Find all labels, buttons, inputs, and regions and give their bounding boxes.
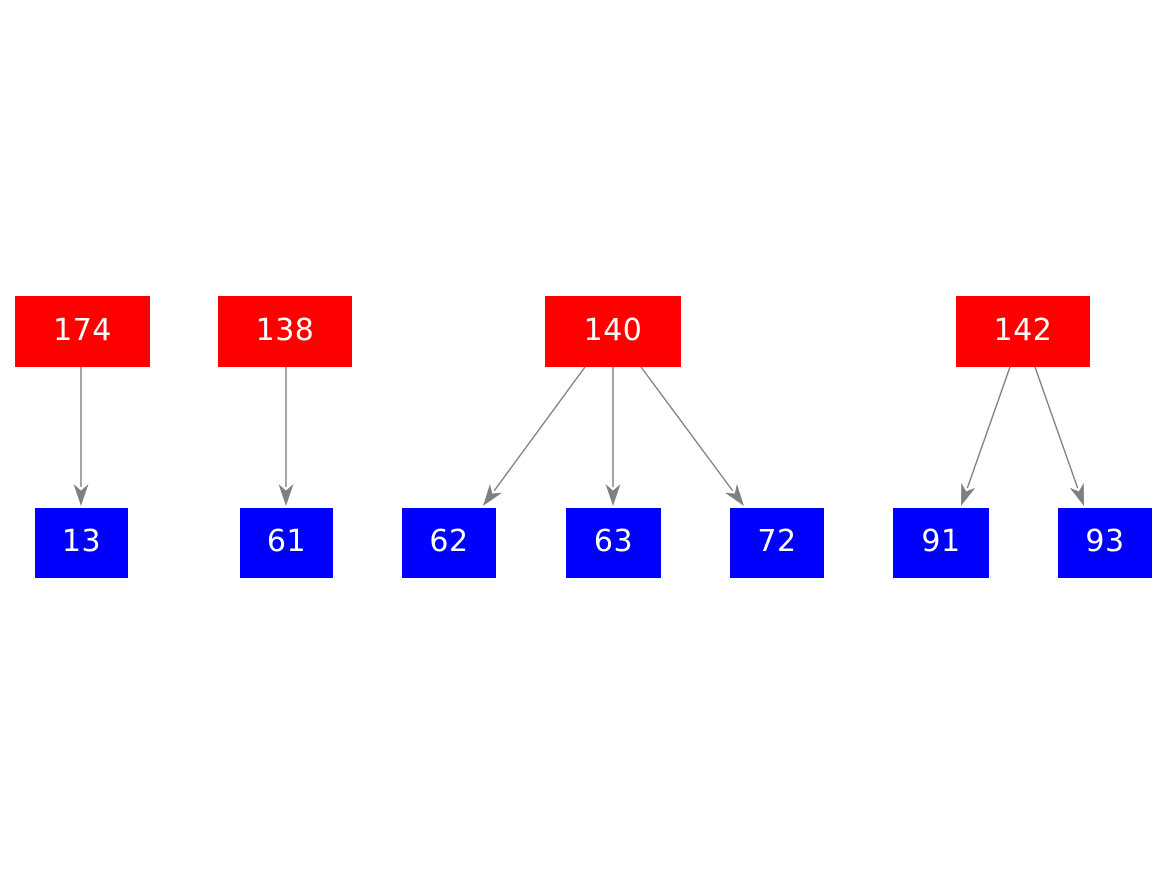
edge-line <box>640 366 734 492</box>
graph-node-label: 142 <box>993 312 1053 348</box>
graph-node-label: 138 <box>255 312 315 348</box>
graph-node-62[interactable]: 62 <box>402 508 496 578</box>
graph-edge <box>1034 366 1084 506</box>
graph-edge <box>640 366 744 506</box>
graph-node-label: 174 <box>53 312 112 348</box>
graph-node-label: 13 <box>61 524 102 559</box>
edge-arrowhead-icon <box>724 483 744 506</box>
edge-arrowhead-icon <box>73 484 89 506</box>
graph-node-label: 91 <box>921 524 961 559</box>
graph-node-label: 93 <box>1085 524 1125 559</box>
edge-arrowhead-icon <box>278 484 294 506</box>
graph-node-72[interactable]: 72 <box>730 508 824 578</box>
edge-arrowhead-icon <box>605 484 621 506</box>
graph-node-91[interactable]: 91 <box>893 508 989 578</box>
graph-node-174[interactable]: 174 <box>15 296 150 367</box>
graph-edge <box>278 367 294 506</box>
graph-edge <box>73 367 89 506</box>
graph-node-label: 62 <box>429 524 469 559</box>
edge-arrowhead-icon <box>483 483 503 506</box>
graph-node-label: 140 <box>583 312 643 348</box>
graph-node-138[interactable]: 138 <box>218 296 352 367</box>
graph-node-label: 61 <box>266 524 307 559</box>
graph-node-142[interactable]: 142 <box>956 296 1090 367</box>
edge-arrowhead-icon <box>1069 482 1084 506</box>
graph-edge <box>483 366 586 506</box>
graph-node-140[interactable]: 140 <box>545 296 681 367</box>
graph-node-61[interactable]: 61 <box>240 508 333 578</box>
graph-node-label: 72 <box>757 524 797 559</box>
graph-edge <box>961 366 1011 506</box>
graph-node-93[interactable]: 93 <box>1058 508 1152 578</box>
edge-line <box>493 366 586 492</box>
graph-edge <box>605 367 621 506</box>
graph-node-63[interactable]: 63 <box>566 508 661 578</box>
graph-node-label: 63 <box>593 524 634 559</box>
edge-arrowhead-icon <box>961 482 976 506</box>
graph-node-13[interactable]: 13 <box>35 508 128 578</box>
edge-line <box>1034 366 1079 489</box>
edge-line <box>966 366 1011 489</box>
